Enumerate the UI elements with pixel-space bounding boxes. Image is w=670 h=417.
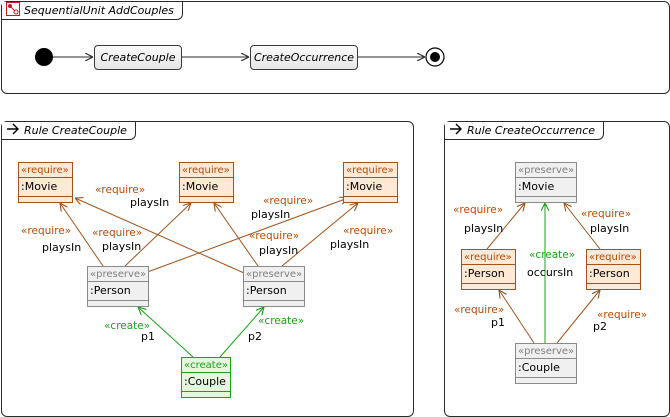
sequential-unit-title: SequentialUnit AddCouples [24,4,174,17]
node-stereotype: «preserve» [518,346,575,357]
node-name: :Person [587,264,640,280]
node-movie-1[interactable]: «require» :Movie [18,162,73,203]
edge-couple-person2 [556,290,600,344]
edge-label-stereotype: «create» [104,320,151,332]
edge-person1-movie [486,203,525,250]
node-name: :Couple [182,372,230,388]
edge-person2-movie3 [281,203,358,267]
node-name: :Movie [516,177,576,193]
node-compartment [19,196,72,202]
edge-label-name: occursIn [527,266,574,279]
node-compartment [182,391,230,397]
node-name: :Person [244,281,304,297]
node-movie-2[interactable]: «require» :Movie [179,162,234,203]
node-movie[interactable]: «preserve» :Movie [515,162,577,203]
action-createcouple[interactable]: CreateCouple [94,45,182,70]
node-stereotype: «require» [21,165,69,176]
edge-person1-movie1 [60,203,104,267]
edge-label-stereotype: «require» [21,225,72,237]
node-movie-3[interactable]: «require» :Movie [343,162,398,203]
edge-person2-movie2 [214,203,259,267]
edge-label-name: p2 [593,320,607,333]
edge-label-stereotype: «require» [92,227,143,239]
node-stereotype: «require» [182,165,230,176]
rule-arrow-icon [449,123,463,138]
node-compartment [462,283,515,289]
edge-label-name: p2 [248,330,262,343]
node-stereotype: «preserve» [246,269,303,280]
edge-couple-person1 [138,307,194,358]
edge-label-stereotype: «require» [597,309,648,321]
edge-label-name: p1 [491,316,505,329]
edge-label-name: playsIn [464,222,504,235]
node-compartment [516,196,576,202]
edge-label-name: p1 [141,330,155,343]
action-createoccurrence[interactable]: CreateOccurrence [250,45,358,70]
edge-label-stereotype: «require» [453,204,504,216]
edge-couple-person2 [219,307,264,358]
edge-label-name: playsIn [330,238,370,251]
edge-label-name: playsIn [102,240,142,253]
node-name: :Person [88,281,148,297]
node-stereotype: «require» [589,252,637,263]
node-name: :Movie [19,177,72,193]
edge-label-name: playsIn [251,208,291,221]
edge-person1-movie3 [141,198,348,275]
edge-label-stereotype: «require» [95,184,146,196]
sequential-unit-icon [6,2,20,19]
start-node [35,48,53,66]
node-name: :Person [462,264,515,280]
node-person-1[interactable]: «require» :Person [461,249,516,290]
node-compartment [244,300,304,306]
node-person-2[interactable]: «preserve» :Person [243,266,305,307]
edge-label-stereotype: «require» [263,195,314,207]
node-stereotype: «preserve» [90,269,147,280]
edge-label-name: playsIn [259,244,299,257]
edge-label-stereotype: «create» [529,249,576,261]
node-person-1[interactable]: «preserve» :Person [87,266,149,307]
rule-arrow-icon [6,123,20,138]
node-name: :Movie [344,177,397,193]
edge-label-name: playsIn [42,241,82,254]
rule-createcouple-title: Rule CreateCouple [24,124,127,137]
node-stereotype: «require» [464,252,512,263]
end-node [425,47,445,67]
rule-createcouple-header: Rule CreateCouple [2,122,136,140]
node-compartment [587,283,640,289]
node-compartment [180,196,233,202]
edge-label-name: playsIn [130,196,170,209]
node-stereotype: «create» [184,360,228,371]
node-person-2[interactable]: «require» :Person [586,249,641,290]
node-couple[interactable]: «create» :Couple [181,357,231,398]
node-stereotype: «require» [346,165,394,176]
node-compartment [344,196,397,202]
node-couple[interactable]: «preserve» :Couple [515,343,577,384]
node-name: :Couple [516,358,576,374]
edge-label-stereotype: «require» [581,208,632,220]
edge-couple-person1 [499,290,535,344]
node-compartment [516,377,576,383]
node-compartment [88,300,148,306]
rule-createoccurrence-title: Rule CreateOccurrence [467,124,596,137]
sequential-unit-header: SequentialUnit AddCouples [2,2,183,20]
edge-person2-movie [564,203,601,250]
edge-label-stereotype: «create» [258,315,305,327]
edge-person2-movie1 [75,198,245,274]
edge-label-name: playsIn [590,222,630,235]
node-stereotype: «preserve» [518,165,575,176]
edge-label-stereotype: «require» [454,304,505,316]
rule-createoccurrence-header: Rule CreateOccurrence [445,122,605,140]
edge-label-stereotype: «require» [343,225,394,237]
edge-label-stereotype: «require» [249,230,300,242]
node-name: :Movie [180,177,233,193]
